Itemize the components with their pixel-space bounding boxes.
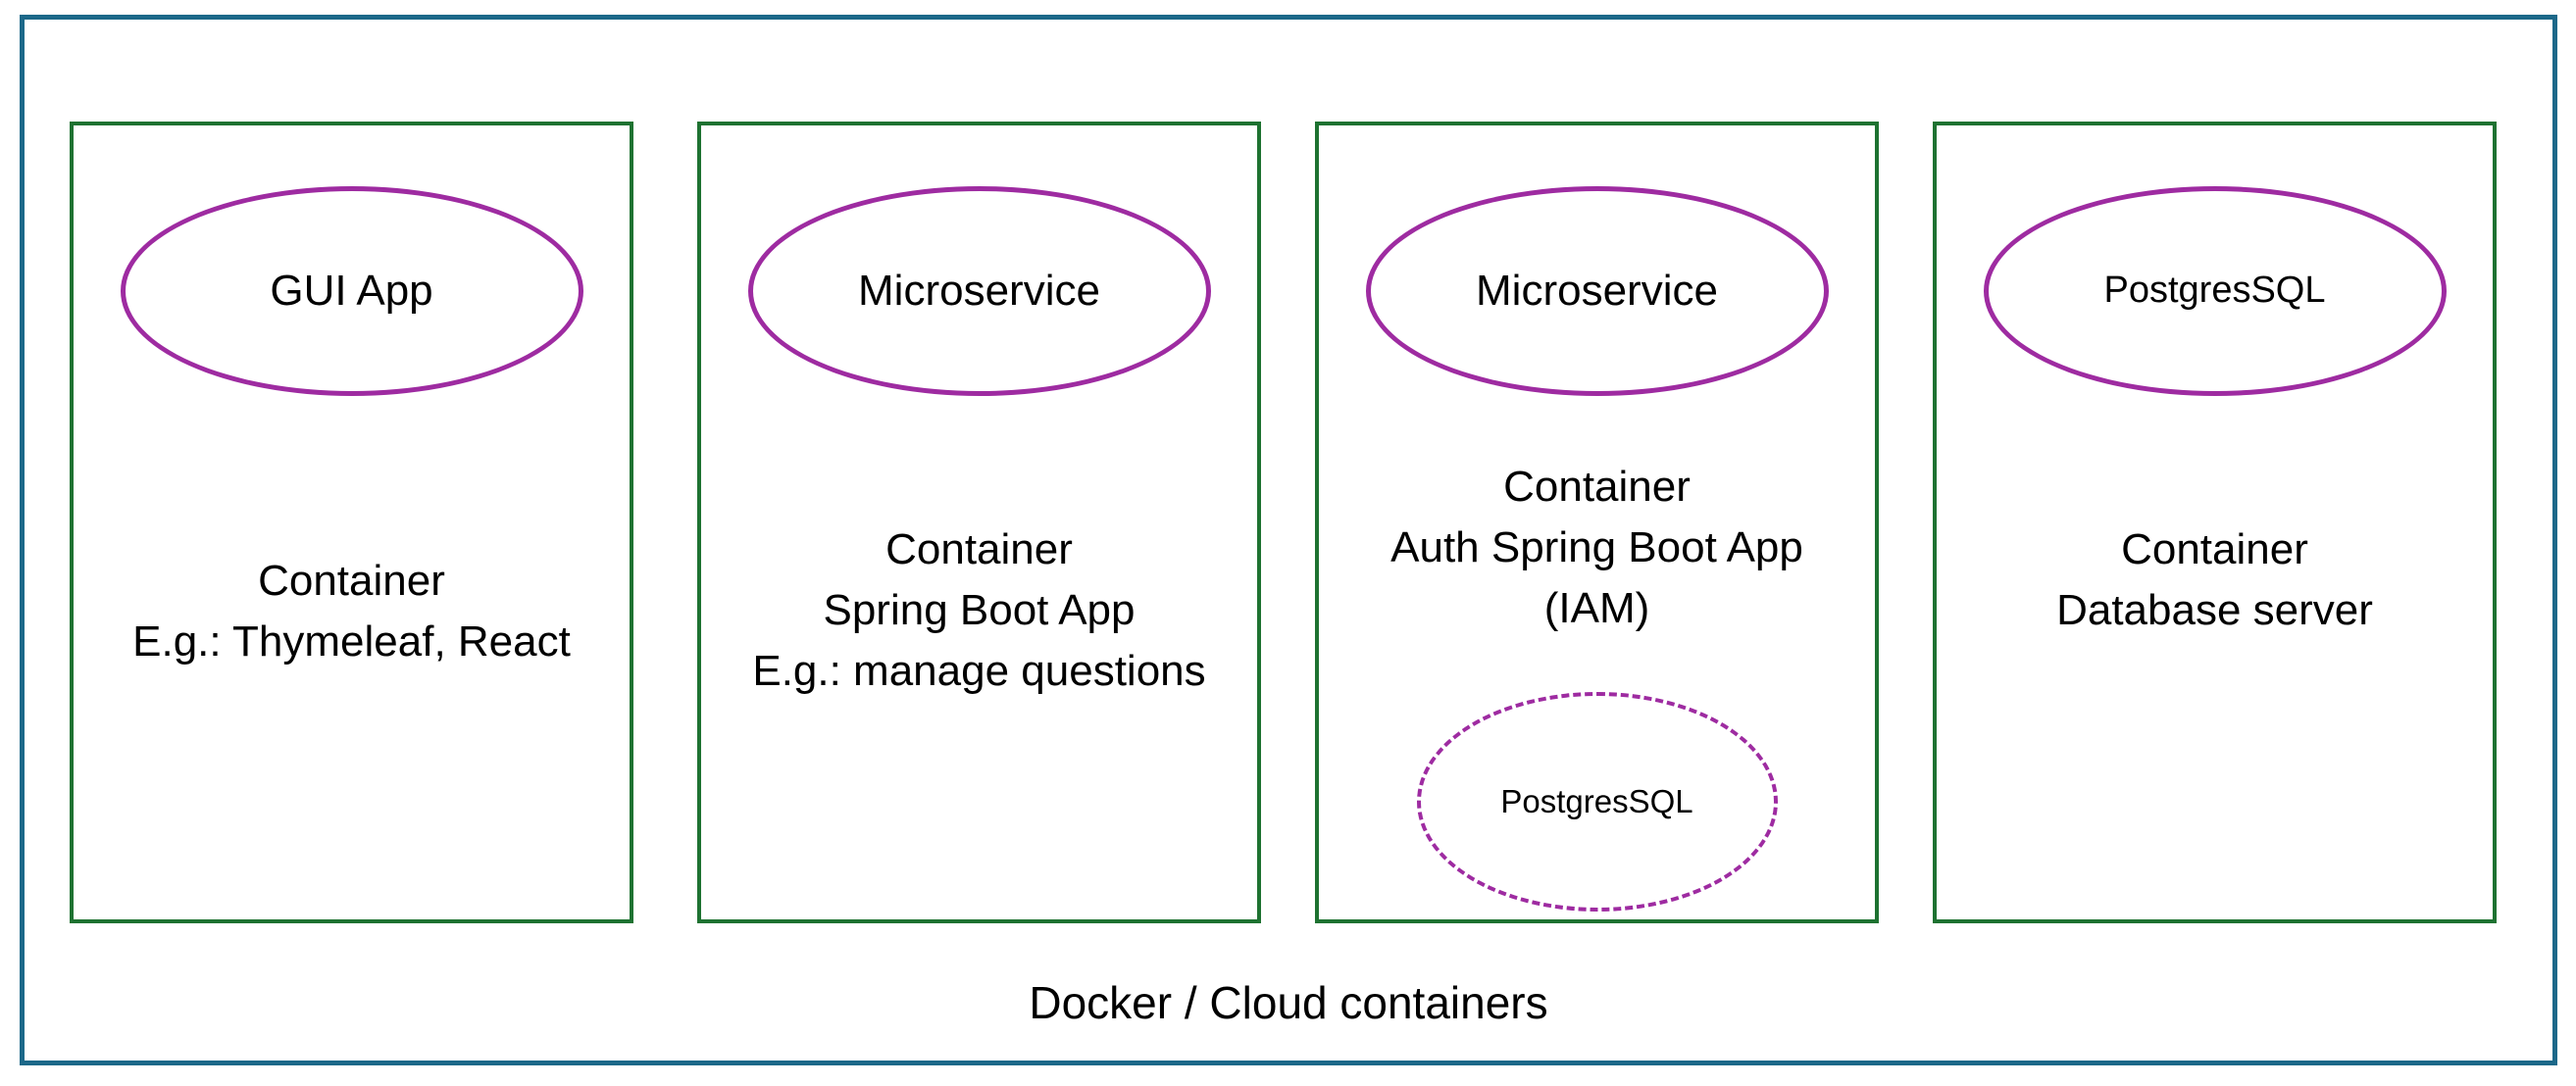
description-line: Spring Boot App	[823, 586, 1136, 634]
container-box-microservice-questions: Microservice Container Spring Boot App E…	[697, 122, 1261, 923]
description-line: Container	[1503, 463, 1691, 511]
description-line: (IAM)	[1543, 584, 1650, 632]
gui-app-ellipse-label: GUI App	[270, 266, 433, 315]
docker-cloud-frame: GUI App Container E.g.: Thymeleaf, React…	[20, 15, 2557, 1065]
description-line: E.g.: manage questions	[752, 647, 1206, 695]
postgres-ellipse: PostgresSQL	[1983, 186, 2447, 396]
container-box-gui-app-description: Container E.g.: Thymeleaf, React	[132, 551, 571, 672]
description-line: Auth Spring Boot App	[1390, 523, 1803, 571]
description-line: Database server	[2056, 586, 2373, 634]
description-line: E.g.: Thymeleaf, React	[132, 617, 571, 666]
container-box-database-server-description: Container Database server	[2056, 519, 2373, 641]
embedded-postgres-label: PostgresSQL	[1500, 783, 1693, 819]
microservice-ellipse-label: Microservice	[858, 266, 1100, 315]
auth-microservice-ellipse-label: Microservice	[1476, 266, 1718, 315]
embedded-postgres-dashed-ellipse: PostgresSQL	[1416, 692, 1778, 912]
docker-cloud-frame-label: Docker / Cloud containers	[1029, 977, 1548, 1028]
microservice-ellipse: Microservice	[747, 186, 1211, 396]
container-box-auth-microservice-description: Container Auth Spring Boot App (IAM)	[1390, 457, 1803, 639]
container-box-auth-microservice: Microservice Container Auth Spring Boot …	[1315, 122, 1879, 923]
description-line: Container	[258, 557, 445, 605]
description-line: Container	[885, 525, 1073, 573]
container-box-gui-app: GUI App Container E.g.: Thymeleaf, React	[70, 122, 633, 923]
gui-app-ellipse: GUI App	[120, 186, 583, 396]
description-line: Container	[2121, 525, 2308, 573]
container-box-database-server: PostgresSQL Container Database server	[1933, 122, 2497, 923]
postgres-ellipse-label: PostgresSQL	[2103, 270, 2326, 312]
auth-microservice-ellipse: Microservice	[1365, 186, 1829, 396]
container-box-microservice-questions-description: Container Spring Boot App E.g.: manage q…	[752, 519, 1205, 702]
